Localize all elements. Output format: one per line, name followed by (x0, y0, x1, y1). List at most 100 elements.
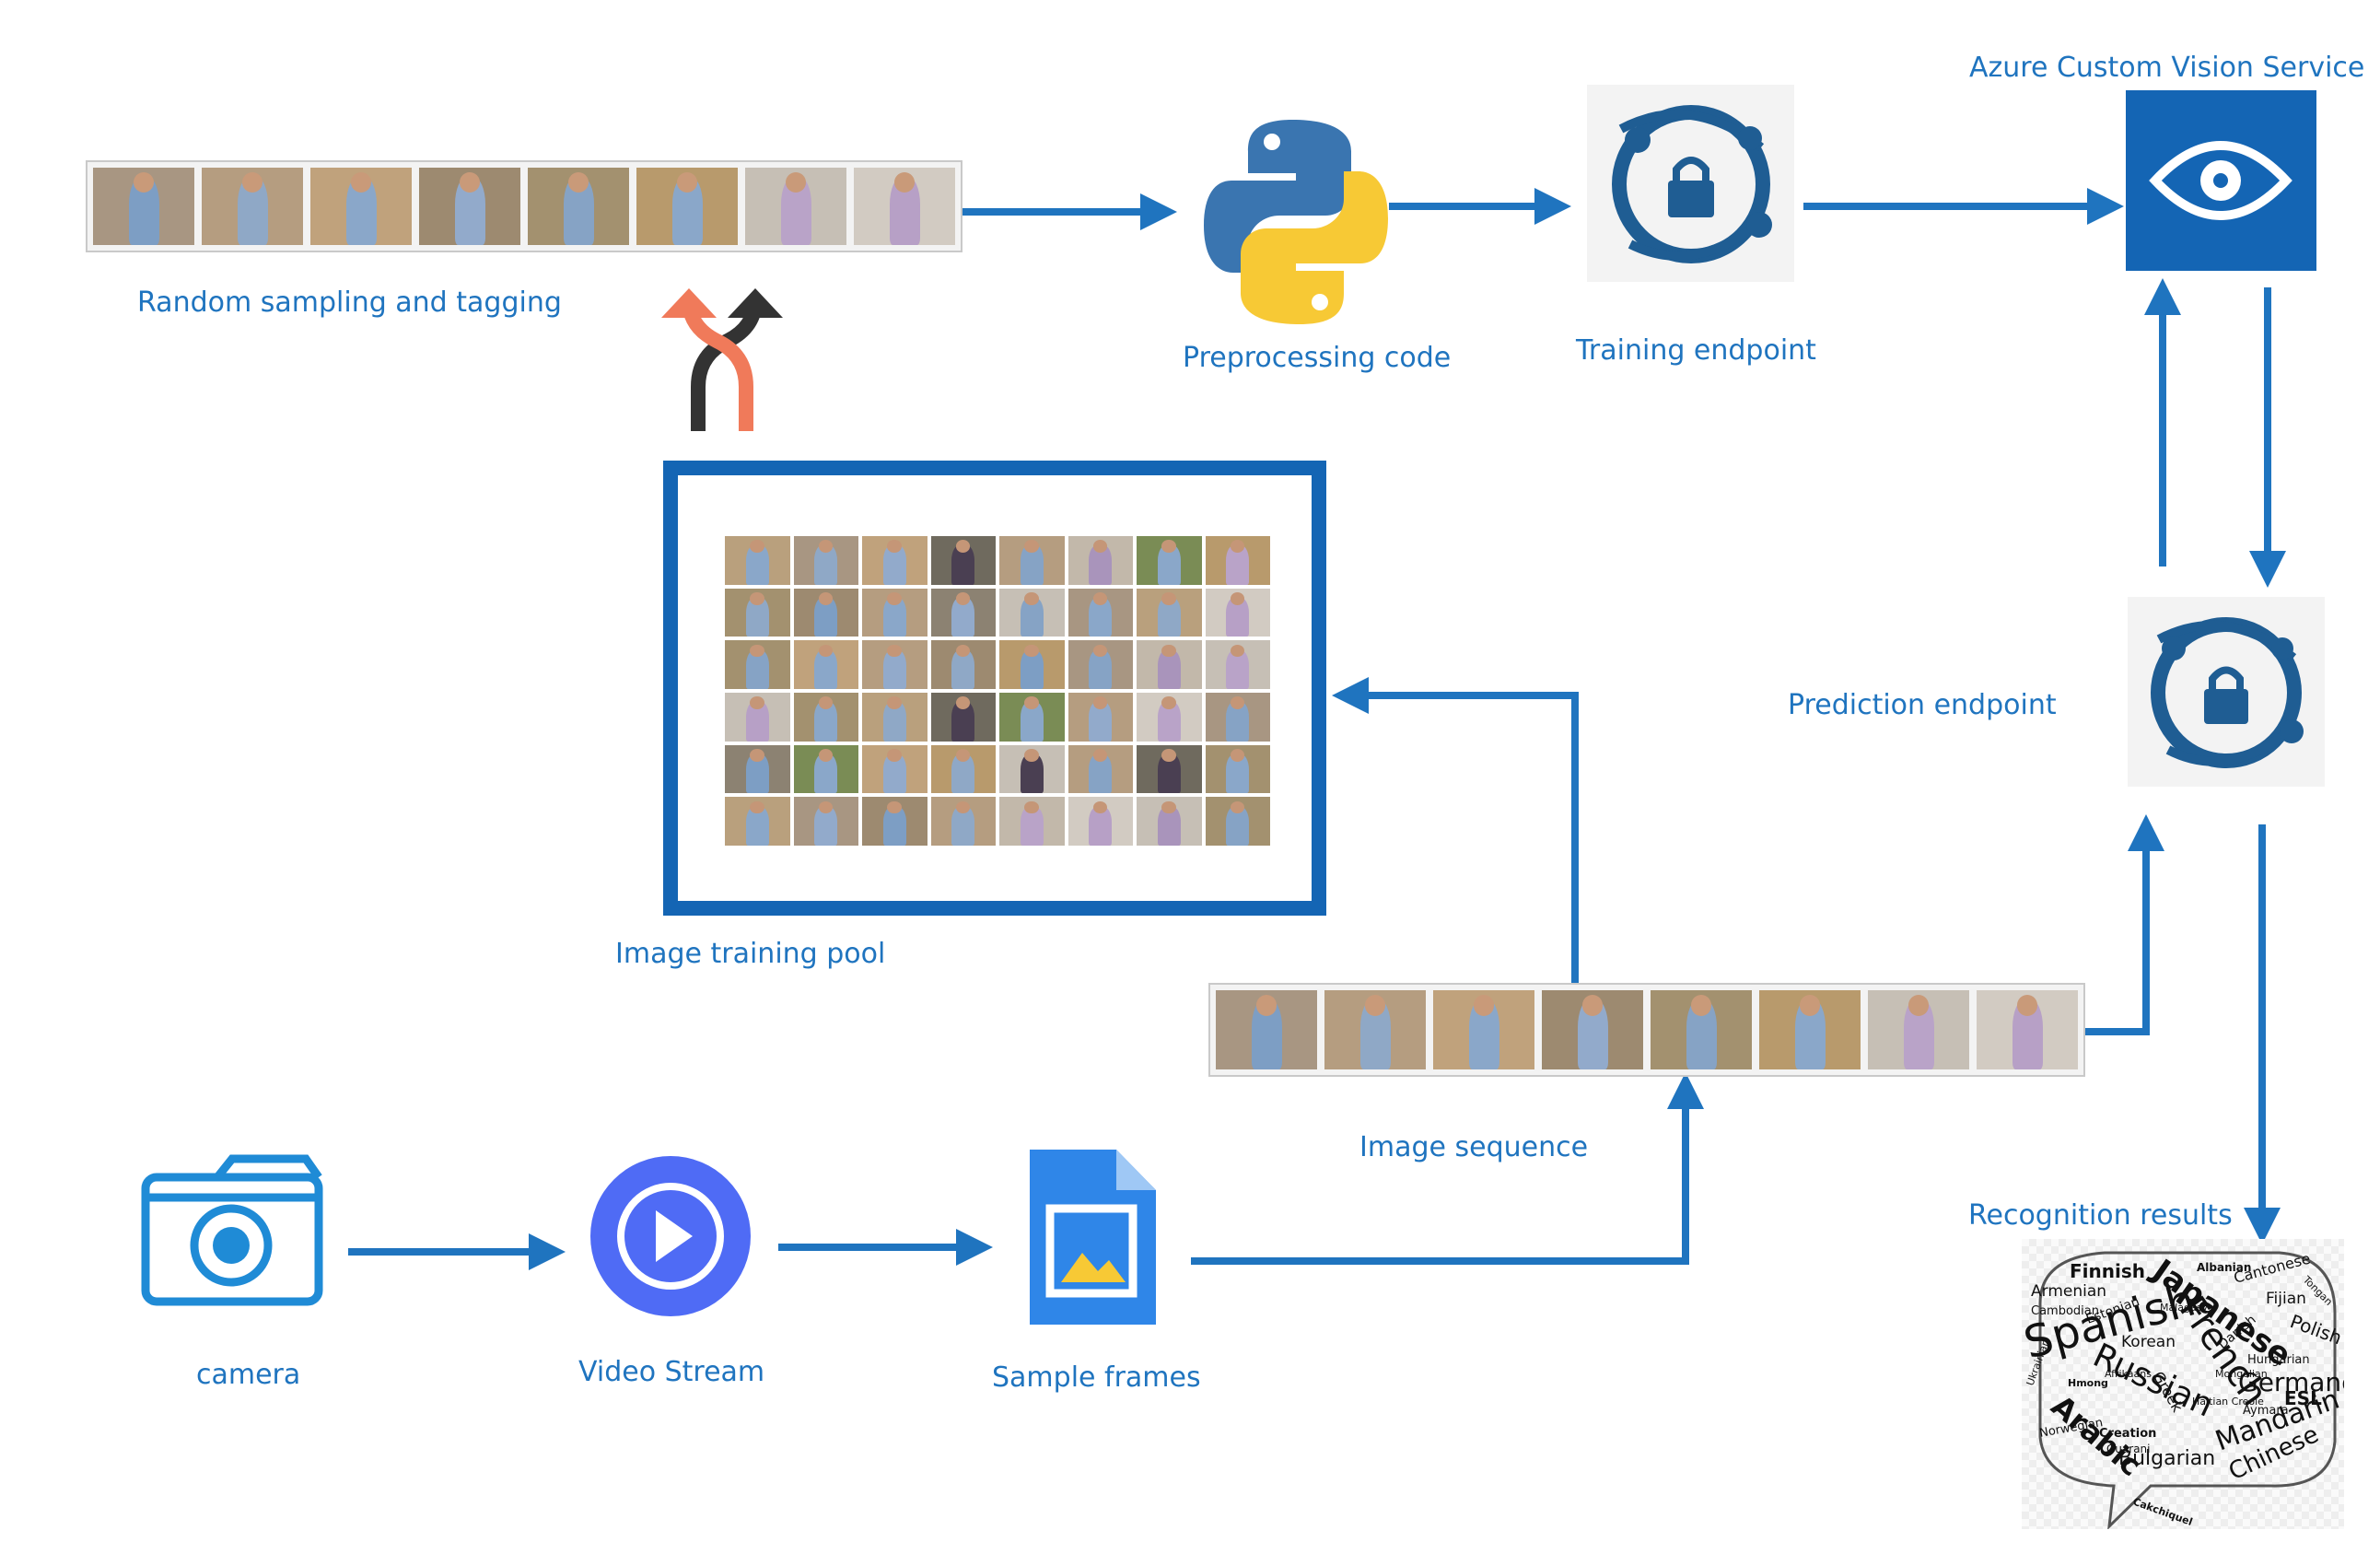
word-cloud-svg: Finnish Albanian Cantonese Armenian Span… (2022, 1249, 2344, 1529)
label-recognition-results: Recognition results (1968, 1199, 2233, 1232)
label-training-endpoint: Training endpoint (1576, 334, 1816, 367)
filmstrip-frame (310, 168, 412, 245)
pool-image (999, 693, 1065, 742)
word-bulgarian: Bulgarian (2118, 1447, 2215, 1470)
pool-image (862, 693, 928, 742)
pool-image (1137, 536, 1202, 585)
pool-image (725, 640, 790, 689)
filmstrip-frame (419, 168, 520, 245)
word-malagasy: Malagasy (2160, 1302, 2208, 1314)
pool-image (930, 744, 996, 794)
word-cambodian: Cambodian (2031, 1304, 2099, 1318)
pool-image (930, 640, 996, 689)
image-file-icon (1030, 1150, 1156, 1325)
arrow-frames-to-sequence (1191, 1072, 1704, 1265)
arrow-sequence-to-pool (1332, 677, 1579, 983)
filmstrip-frame (1542, 990, 1643, 1069)
pool-image (793, 797, 858, 846)
word-albanian: Albanian (2197, 1261, 2251, 1274)
pool-image (862, 588, 928, 637)
pool-image (793, 744, 858, 794)
pool-image (862, 744, 928, 794)
word-afrikaans: Afrikaans (2105, 1368, 2152, 1380)
pool-image (930, 797, 996, 846)
pool-image (725, 744, 790, 794)
pool-image (1137, 588, 1202, 637)
word-creation: Creation (2099, 1427, 2156, 1441)
pool-image (1205, 588, 1270, 637)
word-cantonese: Cantonese (2232, 1249, 2312, 1286)
pool-image (1068, 693, 1133, 742)
word-armenian: Armenian (2031, 1282, 2106, 1301)
pool-image (999, 640, 1065, 689)
filmstrip-frame (1433, 990, 1534, 1069)
pool-image (1068, 588, 1133, 637)
recognition-results-word-cloud: Finnish Albanian Cantonese Armenian Span… (2022, 1239, 2344, 1529)
word-guarani: Guarani (2106, 1443, 2150, 1455)
play-circle-icon (590, 1156, 751, 1316)
label-random-sampling: Random sampling and tagging (137, 286, 562, 319)
filmstrip-frame (1759, 990, 1861, 1069)
label-preprocessing-code: Preprocessing code (1183, 342, 1452, 374)
pool-image (1205, 536, 1270, 585)
word-finnish: Finnish (2070, 1260, 2145, 1282)
pool-image (725, 693, 790, 742)
pool-image (999, 536, 1065, 585)
pool-image (793, 640, 858, 689)
pool-image (930, 588, 996, 637)
pool-image (1068, 536, 1133, 585)
pool-image (862, 640, 928, 689)
word-fijian: Fijian (2266, 1290, 2306, 1308)
pool-image (862, 797, 928, 846)
pool-image (999, 797, 1065, 846)
arrow-sequence-to-prediction (2083, 814, 2164, 1035)
label-azure-service: Azure Custom Vision Service (1969, 52, 2365, 84)
pool-image (1205, 797, 1270, 846)
label-image-training-pool: Image training pool (615, 938, 886, 970)
filmstrip-frame (1651, 990, 1752, 1069)
filmstrip-frame (854, 168, 955, 245)
filmstrip-frame (1868, 990, 1969, 1069)
pool-image (1205, 640, 1270, 689)
pool-image (1068, 744, 1133, 794)
pool-image (1205, 693, 1270, 742)
word-hmong: Hmong (2068, 1377, 2108, 1389)
pool-image (1137, 797, 1202, 846)
random-sampling-filmstrip (86, 160, 962, 252)
pool-image (725, 588, 790, 637)
word-hungarian: Hungarian (2247, 1353, 2310, 1367)
label-video-stream: Video Stream (578, 1356, 765, 1388)
pool-image (862, 536, 928, 585)
image-training-pool-grid (725, 536, 1270, 846)
word-aymara: Aymara (2243, 1404, 2289, 1418)
filmstrip-frame (745, 168, 846, 245)
filmstrip-frame (1977, 990, 2078, 1069)
camera-icon (141, 1154, 323, 1306)
azure-custom-vision-icon (2126, 90, 2316, 271)
pool-image (793, 536, 858, 585)
word-germane: Germane (2238, 1367, 2344, 1397)
pool-image (793, 693, 858, 742)
word-cakchiquel: Cakchiquel (2131, 1496, 2194, 1528)
merge-arrows-icon (661, 288, 783, 431)
pool-image (1137, 693, 1202, 742)
word-korean: Korean (2121, 1333, 2176, 1351)
pool-image (725, 797, 790, 846)
pool-image (930, 536, 996, 585)
word-esl: ESL (2284, 1387, 2322, 1409)
pool-image (999, 588, 1065, 637)
label-sample-frames: Sample frames (992, 1361, 1201, 1394)
label-image-sequence: Image sequence (1359, 1131, 1589, 1163)
pool-image (1137, 744, 1202, 794)
label-prediction-endpoint: Prediction endpoint (1788, 689, 2057, 721)
prediction-endpoint-icon (2128, 597, 2325, 787)
label-camera: camera (196, 1359, 301, 1391)
image-sequence-filmstrip (1208, 983, 2085, 1077)
python-logo-icon (1204, 120, 1388, 324)
pool-image (1137, 640, 1202, 689)
pool-image (999, 744, 1065, 794)
training-endpoint-icon (1587, 85, 1794, 282)
word-haitian-creole: Haitian Creole (2192, 1396, 2264, 1408)
filmstrip-frame (202, 168, 303, 245)
